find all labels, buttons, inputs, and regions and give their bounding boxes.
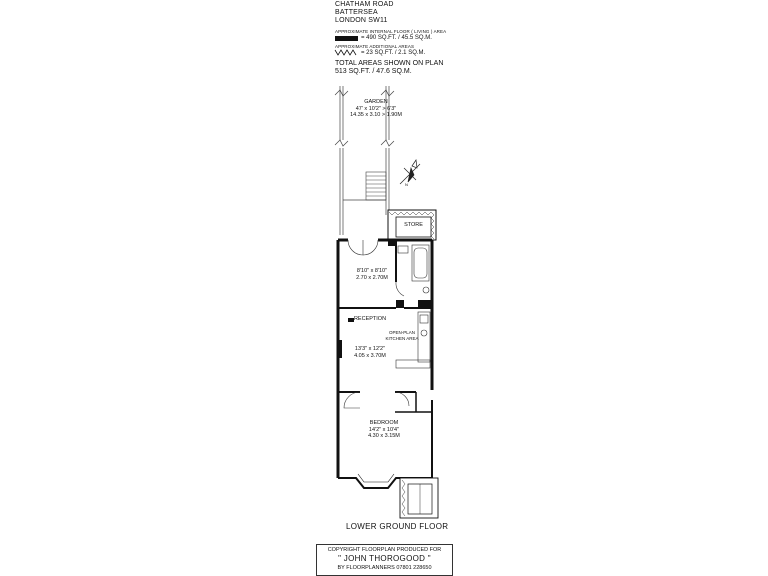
bedroom-imperial: 14'2" x 10'4" [368,426,400,433]
patio-area [399,477,439,519]
legend-living-label: APPROXIMATE INTERNAL FLOOR ( LIVING ) AR… [335,29,447,34]
store-name: STORE [404,222,423,228]
floor-label: LOWER GROUND FLOOR [346,522,449,531]
break-symbol [380,139,395,147]
legend-additional-value: = 23 SQ.FT. / 2.1 SQ.M. [361,50,426,56]
door-left [347,239,364,256]
break-symbol [334,139,349,147]
address-line-3: LONDON SW11 [335,17,388,24]
kitchen-fixtures [395,311,431,369]
room1-metric: 2.70 x 2.70M [356,274,388,281]
kitchen-line-1: OPEN-PLAN [388,330,415,335]
garden-metric: 14.35 x 3.10 > 1.90M [350,112,402,118]
break-symbol [380,89,395,97]
bedroom-name: BEDROOM [369,420,399,426]
copyright-line-1: COPYRIGHT FLOORPLAN PRODUCED FOR [327,547,442,553]
kitchen-label: OPEN-PLAN KITCHEN AREA [384,330,420,341]
legend-living-swatch [335,36,358,41]
garden-steps [365,171,387,201]
door-bedroom [343,391,361,409]
reception-label: RECEPTION [350,316,390,323]
copyright-line-2: " JOHN THOROGOOD " [338,554,431,563]
room1-label: 8'10" x 8'10" 2.70 x 2.70M [350,268,394,281]
bedroom-label: BEDROOM 14'2" x 10'4" 4.30 x 3.15M [362,420,406,440]
door-bathroom [395,281,405,297]
door-right [362,239,379,256]
legend-additional-label: APPROXIMATE ADDITIONAL AREAS [335,44,415,49]
legend-living-value: = 490 SQ.FT. / 45.5 SQ.M. [361,35,432,41]
reception-name: RECEPTION [353,316,387,322]
reception-dims: 13'3" x 12'2" 4.05 x 3.70M [348,346,392,359]
bathroom-fixtures [397,244,430,294]
compass-north-label: N [405,182,408,187]
compass-icon [399,159,421,185]
garden-label: GARDEN 47' x 10'2" > 6'3" 14.35 x 3.10 >… [337,99,415,119]
door-hall [394,391,410,407]
reception-metric: 4.05 x 3.70M [354,352,386,359]
copyright-box: COPYRIGHT FLOORPLAN PRODUCED FOR " JOHN … [316,544,453,576]
bedroom-metric: 4.30 x 3.15M [368,433,400,439]
reception-imperial: 13'3" x 12'2" [354,346,386,352]
break-symbol [334,89,349,97]
totals-line-1: TOTAL AREAS SHOWN ON PLAN [335,60,444,67]
store-label: STORE [396,222,431,229]
totals-line-2: 513 SQ.FT. / 47.6 SQ.M. [335,68,412,75]
address-line-1: CHATHAM ROAD [335,1,394,8]
address-line-2: BATTERSEA [335,9,378,16]
room1-imperial: 8'10" x 8'10" [356,268,388,274]
copyright-line-3: BY FLOORPLANNERS 07801 228650 [337,565,432,571]
kitchen-line-2: KITCHEN AREA [385,335,419,341]
garden-imperial: 47' x 10'2" > 6'3" [355,105,397,112]
garden-name: GARDEN [364,99,388,105]
